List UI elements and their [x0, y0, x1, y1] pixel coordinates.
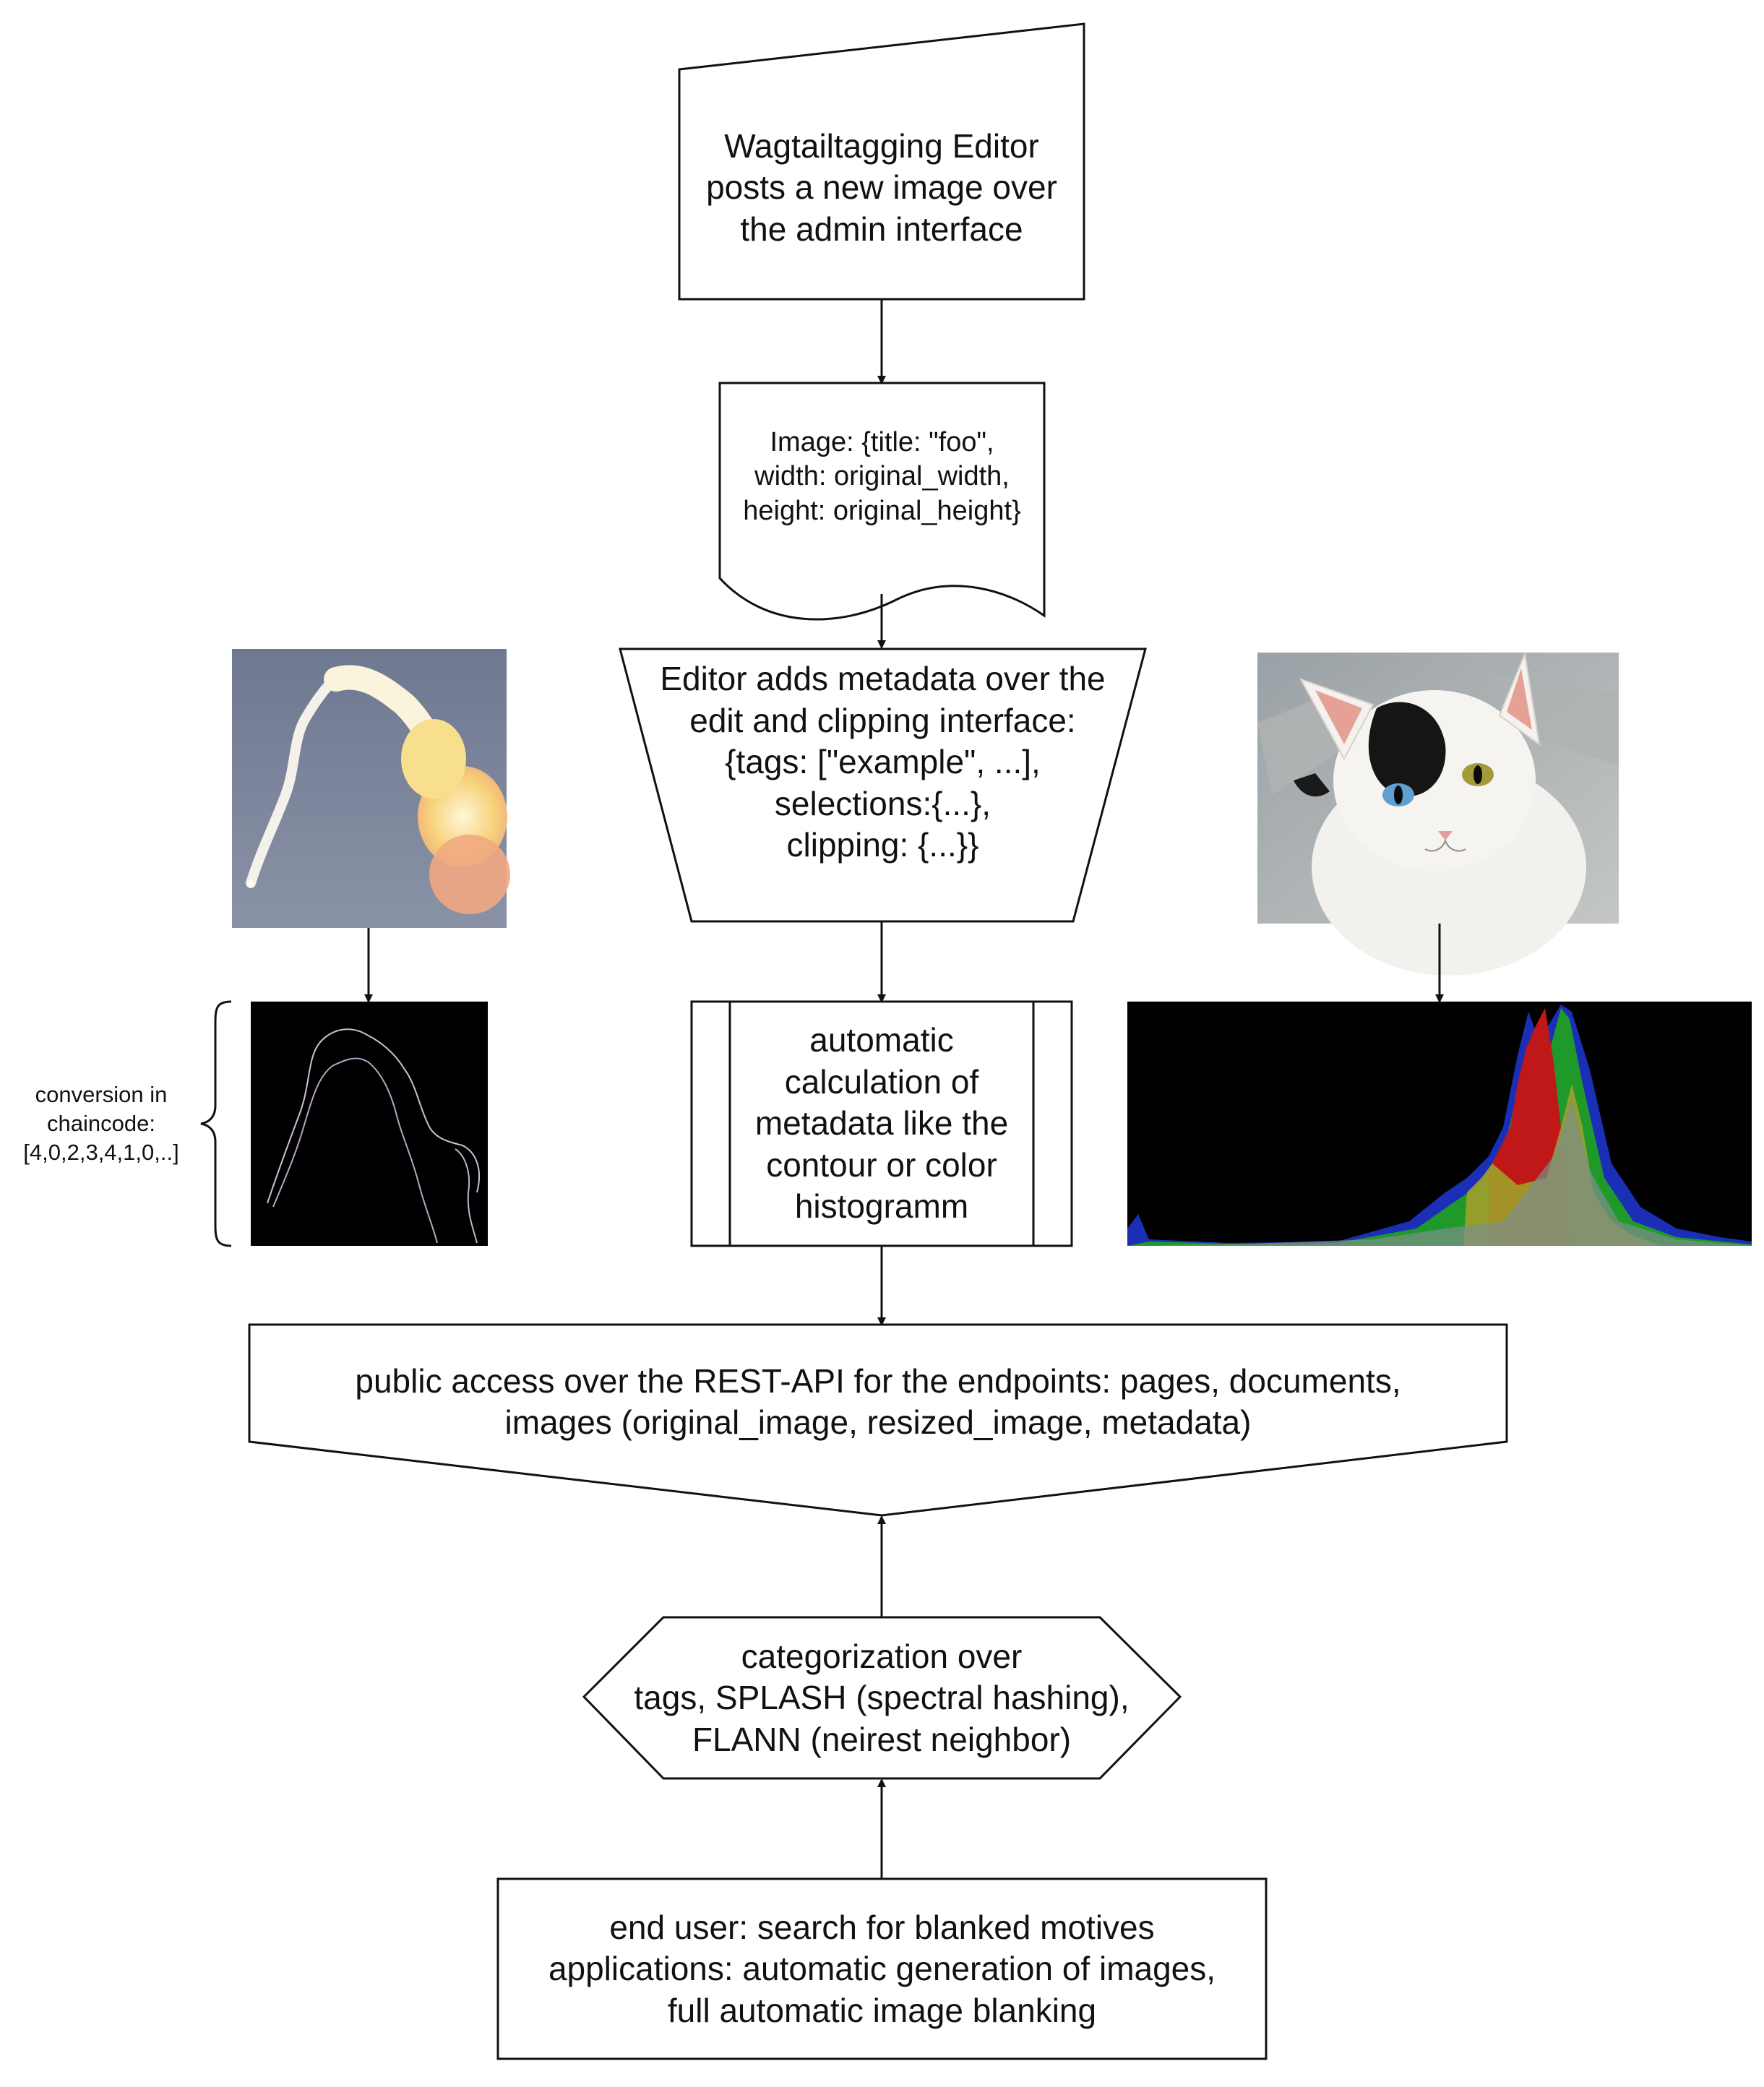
- public-access-shape: [248, 1323, 1508, 1517]
- image-doc-label: Image: {title: "foo", width: original_wi…: [743, 426, 1021, 526]
- contour-image: [251, 1002, 488, 1246]
- auto-calc-label: automatic calculation of metadata like t…: [754, 1021, 1009, 1226]
- categorization-label: categorization over tags, SPLASH (spectr…: [634, 1637, 1130, 1758]
- categorization-shape: [582, 1616, 1182, 1780]
- histogram-image: [1127, 1002, 1752, 1246]
- image-doc-shape: [718, 382, 1046, 621]
- editor-posts-label: Wagtailtagging Editor posts a new image …: [706, 126, 1057, 248]
- chaincode-note: conversion in chaincode: [4,0,2,3,4,1,0,…: [23, 1081, 179, 1166]
- end-user-shape: [496, 1877, 1268, 2060]
- metadata-label: Editor adds metadata over the edit and c…: [660, 660, 1106, 864]
- editor-posts-shape: [678, 22, 1085, 301]
- auto-calc-shape: [690, 1000, 1073, 1247]
- public-access-label: public access over the REST-API for the …: [355, 1361, 1401, 1442]
- metadata-shape: [619, 647, 1147, 923]
- brace: [200, 1000, 232, 1247]
- cat-photo: [1257, 651, 1619, 976]
- rocket-photo: [232, 649, 510, 928]
- end-user-label: end user: search for blanked motives app…: [548, 1908, 1216, 2029]
